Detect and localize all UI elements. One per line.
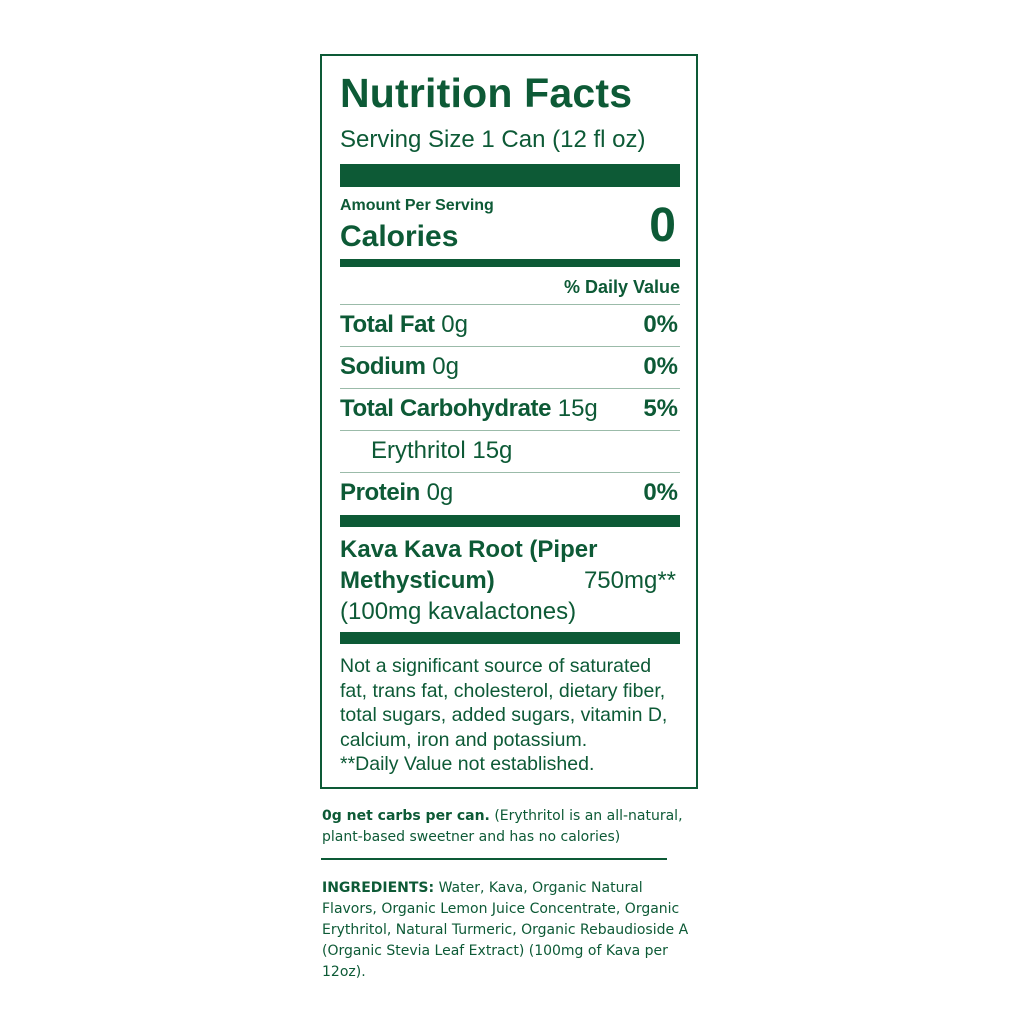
- medium-divider: [340, 259, 680, 267]
- row-divider: [340, 472, 680, 473]
- nutrient-row-sodium: Sodium 0g 0%: [340, 347, 680, 387]
- net-carbs-bold: 0g net carbs per can.: [322, 808, 490, 824]
- nutrition-facts-title: Nutrition Facts: [340, 70, 633, 116]
- thick-divider: [340, 164, 680, 187]
- net-carbs-note: 0g net carbs per can. (Erythritol is an …: [322, 806, 702, 848]
- kava-name-line2: Methysticum): [340, 567, 495, 594]
- kava-kavalactones: (100mg kavalactones): [340, 598, 577, 625]
- section-divider: [321, 858, 667, 860]
- nutrient-amount: 0g: [441, 311, 468, 338]
- thick-divider: [340, 515, 680, 527]
- nutrient-row-total-carbohydrate: Total Carbohydrate 15g 5%: [340, 389, 680, 429]
- nutrient-amount: 15g: [557, 395, 598, 422]
- nutrient-daily-value: 0%: [643, 479, 678, 506]
- kava-name-line1: Kava Kava Root (Piper: [340, 536, 598, 563]
- nutrient-row-erythritol: Erythritol 15g: [340, 431, 680, 471]
- ingredients-list: INGREDIENTS: Water, Kava, Organic Natura…: [322, 878, 694, 983]
- nutrient-daily-value: 5%: [643, 395, 678, 422]
- kava-amount: 750mg**: [583, 567, 676, 594]
- row-divider: [340, 430, 680, 431]
- kava-name: Kava Kava Root (Piper Methysticum): [340, 534, 597, 596]
- nutrient-amount: 0g: [426, 479, 454, 506]
- nutrient-name: Protein: [340, 479, 420, 506]
- ingredients-heading: INGREDIENTS:: [322, 880, 435, 896]
- nutrient-daily-value: 0%: [643, 311, 678, 338]
- nutrient-name: Sodium: [340, 353, 426, 380]
- nutrient-amount: 0g: [432, 353, 459, 380]
- nutrient-row-protein: Protein 0g 0%: [340, 473, 680, 513]
- nutrient-daily-value: 0%: [643, 353, 678, 380]
- nutrient-amount: 15g: [472, 437, 513, 464]
- nutrient-name: Erythritol: [371, 437, 466, 464]
- footnote: Not a significant source of saturated fa…: [340, 654, 680, 777]
- nutrient-name: Total Carbohydrate: [340, 395, 552, 422]
- thick-divider: [340, 632, 680, 644]
- footnote-text: Not a significant source of saturated fa…: [340, 655, 668, 751]
- ingredients-text: Water, Kava, Organic Natural Flavors, Or…: [322, 880, 689, 980]
- row-divider: [340, 388, 680, 389]
- nutrient-name: Total Fat: [340, 311, 435, 338]
- footnote-daily-value: **Daily Value not established.: [340, 753, 595, 775]
- row-divider: [340, 346, 680, 347]
- calories-label: Calories: [340, 220, 459, 253]
- nutrient-row-total-fat: Total Fat 0g 0%: [340, 305, 680, 345]
- daily-value-header: % Daily Value: [563, 277, 680, 297]
- serving-size: Serving Size 1 Can (12 fl oz): [340, 126, 646, 153]
- nutrition-facts-panel: Nutrition Facts Serving Size 1 Can (12 f…: [320, 54, 698, 789]
- amount-per-serving: Amount Per Serving: [340, 197, 494, 214]
- calories-value: 0: [649, 199, 676, 252]
- net-carbs-text: (Erythritol is an all-natural, plant-bas…: [322, 808, 683, 845]
- row-divider: [340, 304, 680, 305]
